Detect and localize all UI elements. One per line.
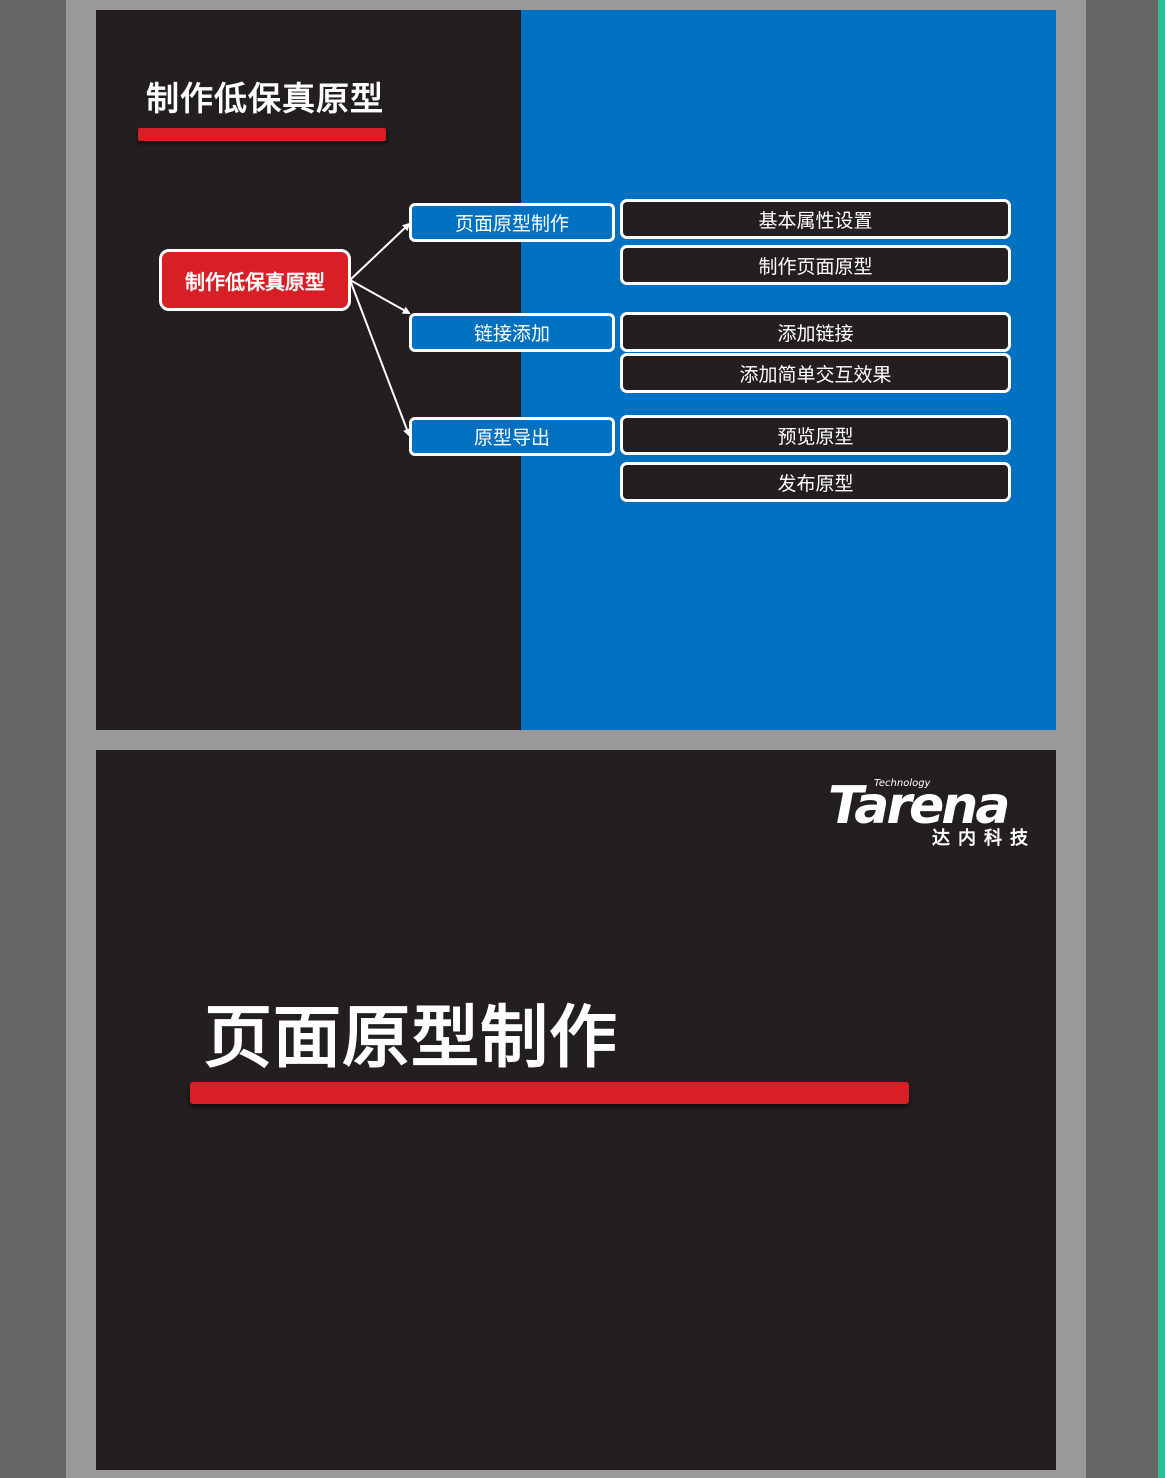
mindmap-leaf-node[interactable]: 制作页面原型: [620, 245, 1011, 285]
logo-chinese-name: 达内科技: [932, 828, 1036, 849]
tarena-logo: Tarena Technology 达内科技: [828, 774, 1028, 854]
mindmap-leaf-node[interactable]: 基本属性设置: [620, 199, 1011, 239]
mindmap-branch-node[interactable]: 链接添加: [409, 313, 615, 352]
connector-arrow: [349, 279, 411, 437]
mindmap-connectors: [349, 222, 411, 437]
logo-tagline: Technology: [874, 778, 931, 789]
mindmap-leaf-node[interactable]: 预览原型: [620, 415, 1011, 455]
slide-thumbnail[interactable]: 制作低保真原型 制作低保真原型 页面原型制作 链接添加 原型导出 基本属性设置 …: [96, 10, 1056, 730]
mindmap-leaf-node[interactable]: 添加简单交互效果: [620, 353, 1011, 393]
slide-thumbnail[interactable]: Tarena Technology 达内科技 页面原型制作: [96, 750, 1056, 1470]
mindmap-branch-node[interactable]: 页面原型制作: [409, 203, 615, 242]
mindmap-leaf-node[interactable]: 发布原型: [620, 462, 1011, 502]
title-underline-bar: [138, 128, 386, 141]
section-title: 页面原型制作: [204, 999, 619, 1078]
window-edge-accent: [1158, 0, 1165, 1478]
connector-arrow: [349, 222, 411, 281]
mindmap-root-node[interactable]: 制作低保真原型: [159, 249, 351, 311]
slide-title: 制作低保真原型: [146, 79, 384, 118]
mindmap-leaf-node[interactable]: 添加链接: [620, 312, 1011, 352]
logo-wordmark: Tarena: [828, 776, 1010, 836]
connector-arrow: [349, 279, 411, 314]
mindmap-branch-node[interactable]: 原型导出: [409, 417, 615, 456]
title-underline-bar: [190, 1082, 909, 1104]
